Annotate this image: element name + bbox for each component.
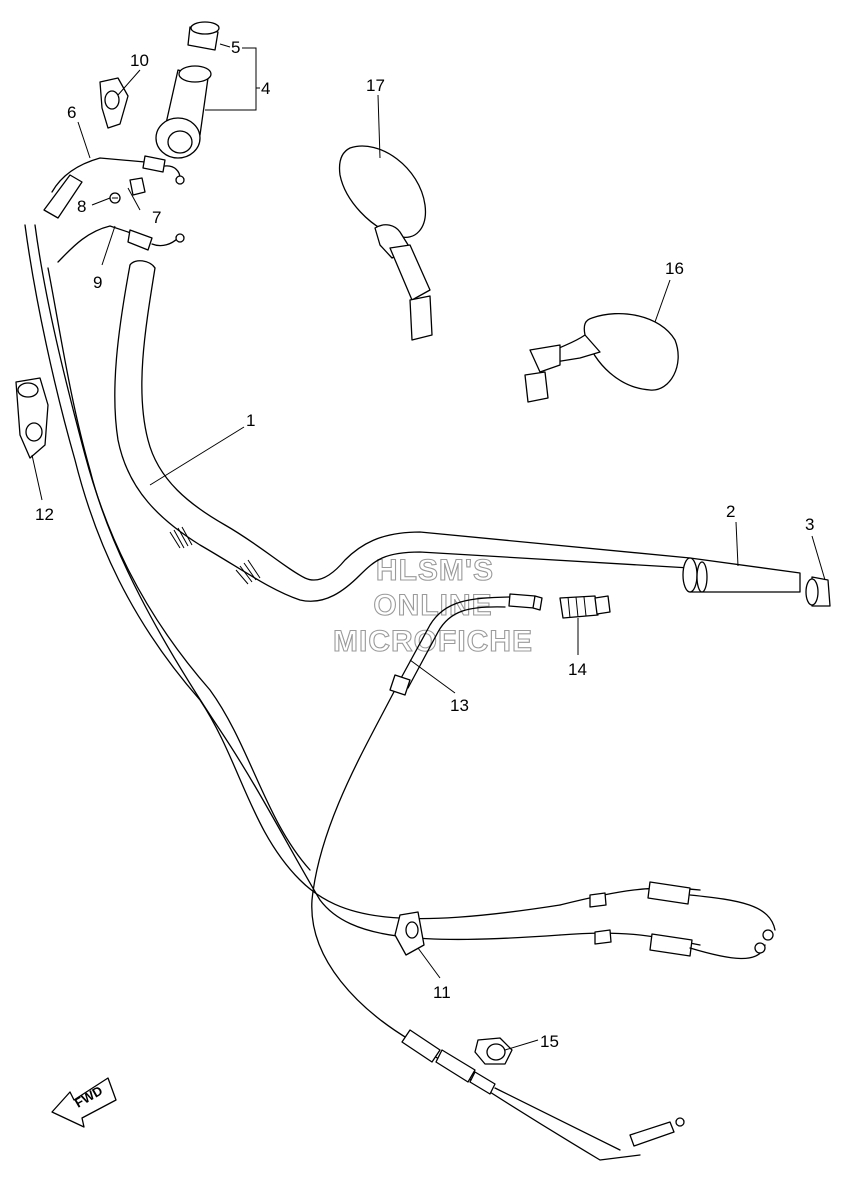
- right-grip[interactable]: [682, 557, 801, 593]
- handlebar[interactable]: [114, 260, 691, 602]
- callout-numbers: 1 2 3 4 5 6 7 8 9 10 11 12 13 14 15 16 1…: [35, 38, 814, 1051]
- cable-clamp-11[interactable]: [394, 911, 425, 956]
- throttle-grip[interactable]: [155, 65, 212, 159]
- callout-4: 4: [261, 79, 270, 98]
- callout-7: 7: [152, 208, 161, 227]
- cable-holder[interactable]: [474, 1037, 513, 1065]
- callout-13: 13: [450, 696, 469, 715]
- callout-1: 1: [246, 411, 255, 430]
- callout-14: 14: [568, 660, 587, 679]
- callout-11: 11: [433, 983, 451, 1002]
- cable-adjusters[interactable]: [559, 881, 776, 960]
- cable-bracket[interactable]: [129, 177, 146, 196]
- forward-direction-arrow: FWD: [51, 1077, 117, 1128]
- clutch-cable[interactable]: [311, 593, 685, 1161]
- wire-band[interactable]: [15, 377, 49, 459]
- cable-boot[interactable]: [559, 595, 611, 619]
- callout-2: 2: [726, 502, 735, 521]
- callout-8: 8: [77, 197, 86, 216]
- throttle-cable-2[interactable]: [47, 225, 561, 941]
- right-mirror[interactable]: [524, 312, 679, 403]
- cable-clamp-10[interactable]: [99, 77, 129, 129]
- callout-leaders: [31, 43, 826, 1051]
- callout-17: 17: [366, 76, 385, 95]
- callout-6: 6: [67, 103, 76, 122]
- watermark-line-2: ONLINE: [373, 589, 492, 622]
- callout-16: 16: [665, 259, 684, 278]
- watermark-line-1: HLSM'S: [376, 554, 494, 587]
- left-mirror[interactable]: [338, 145, 433, 341]
- bar-end-weight[interactable]: [805, 576, 831, 607]
- callout-9: 9: [93, 273, 102, 292]
- callout-15: 15: [540, 1032, 559, 1051]
- callout-10: 10: [130, 51, 149, 70]
- screw[interactable]: [109, 192, 121, 204]
- callout-3: 3: [805, 515, 814, 534]
- callout-12: 12: [35, 505, 54, 524]
- grip-collar[interactable]: [187, 21, 220, 51]
- callout-5: 5: [231, 38, 240, 57]
